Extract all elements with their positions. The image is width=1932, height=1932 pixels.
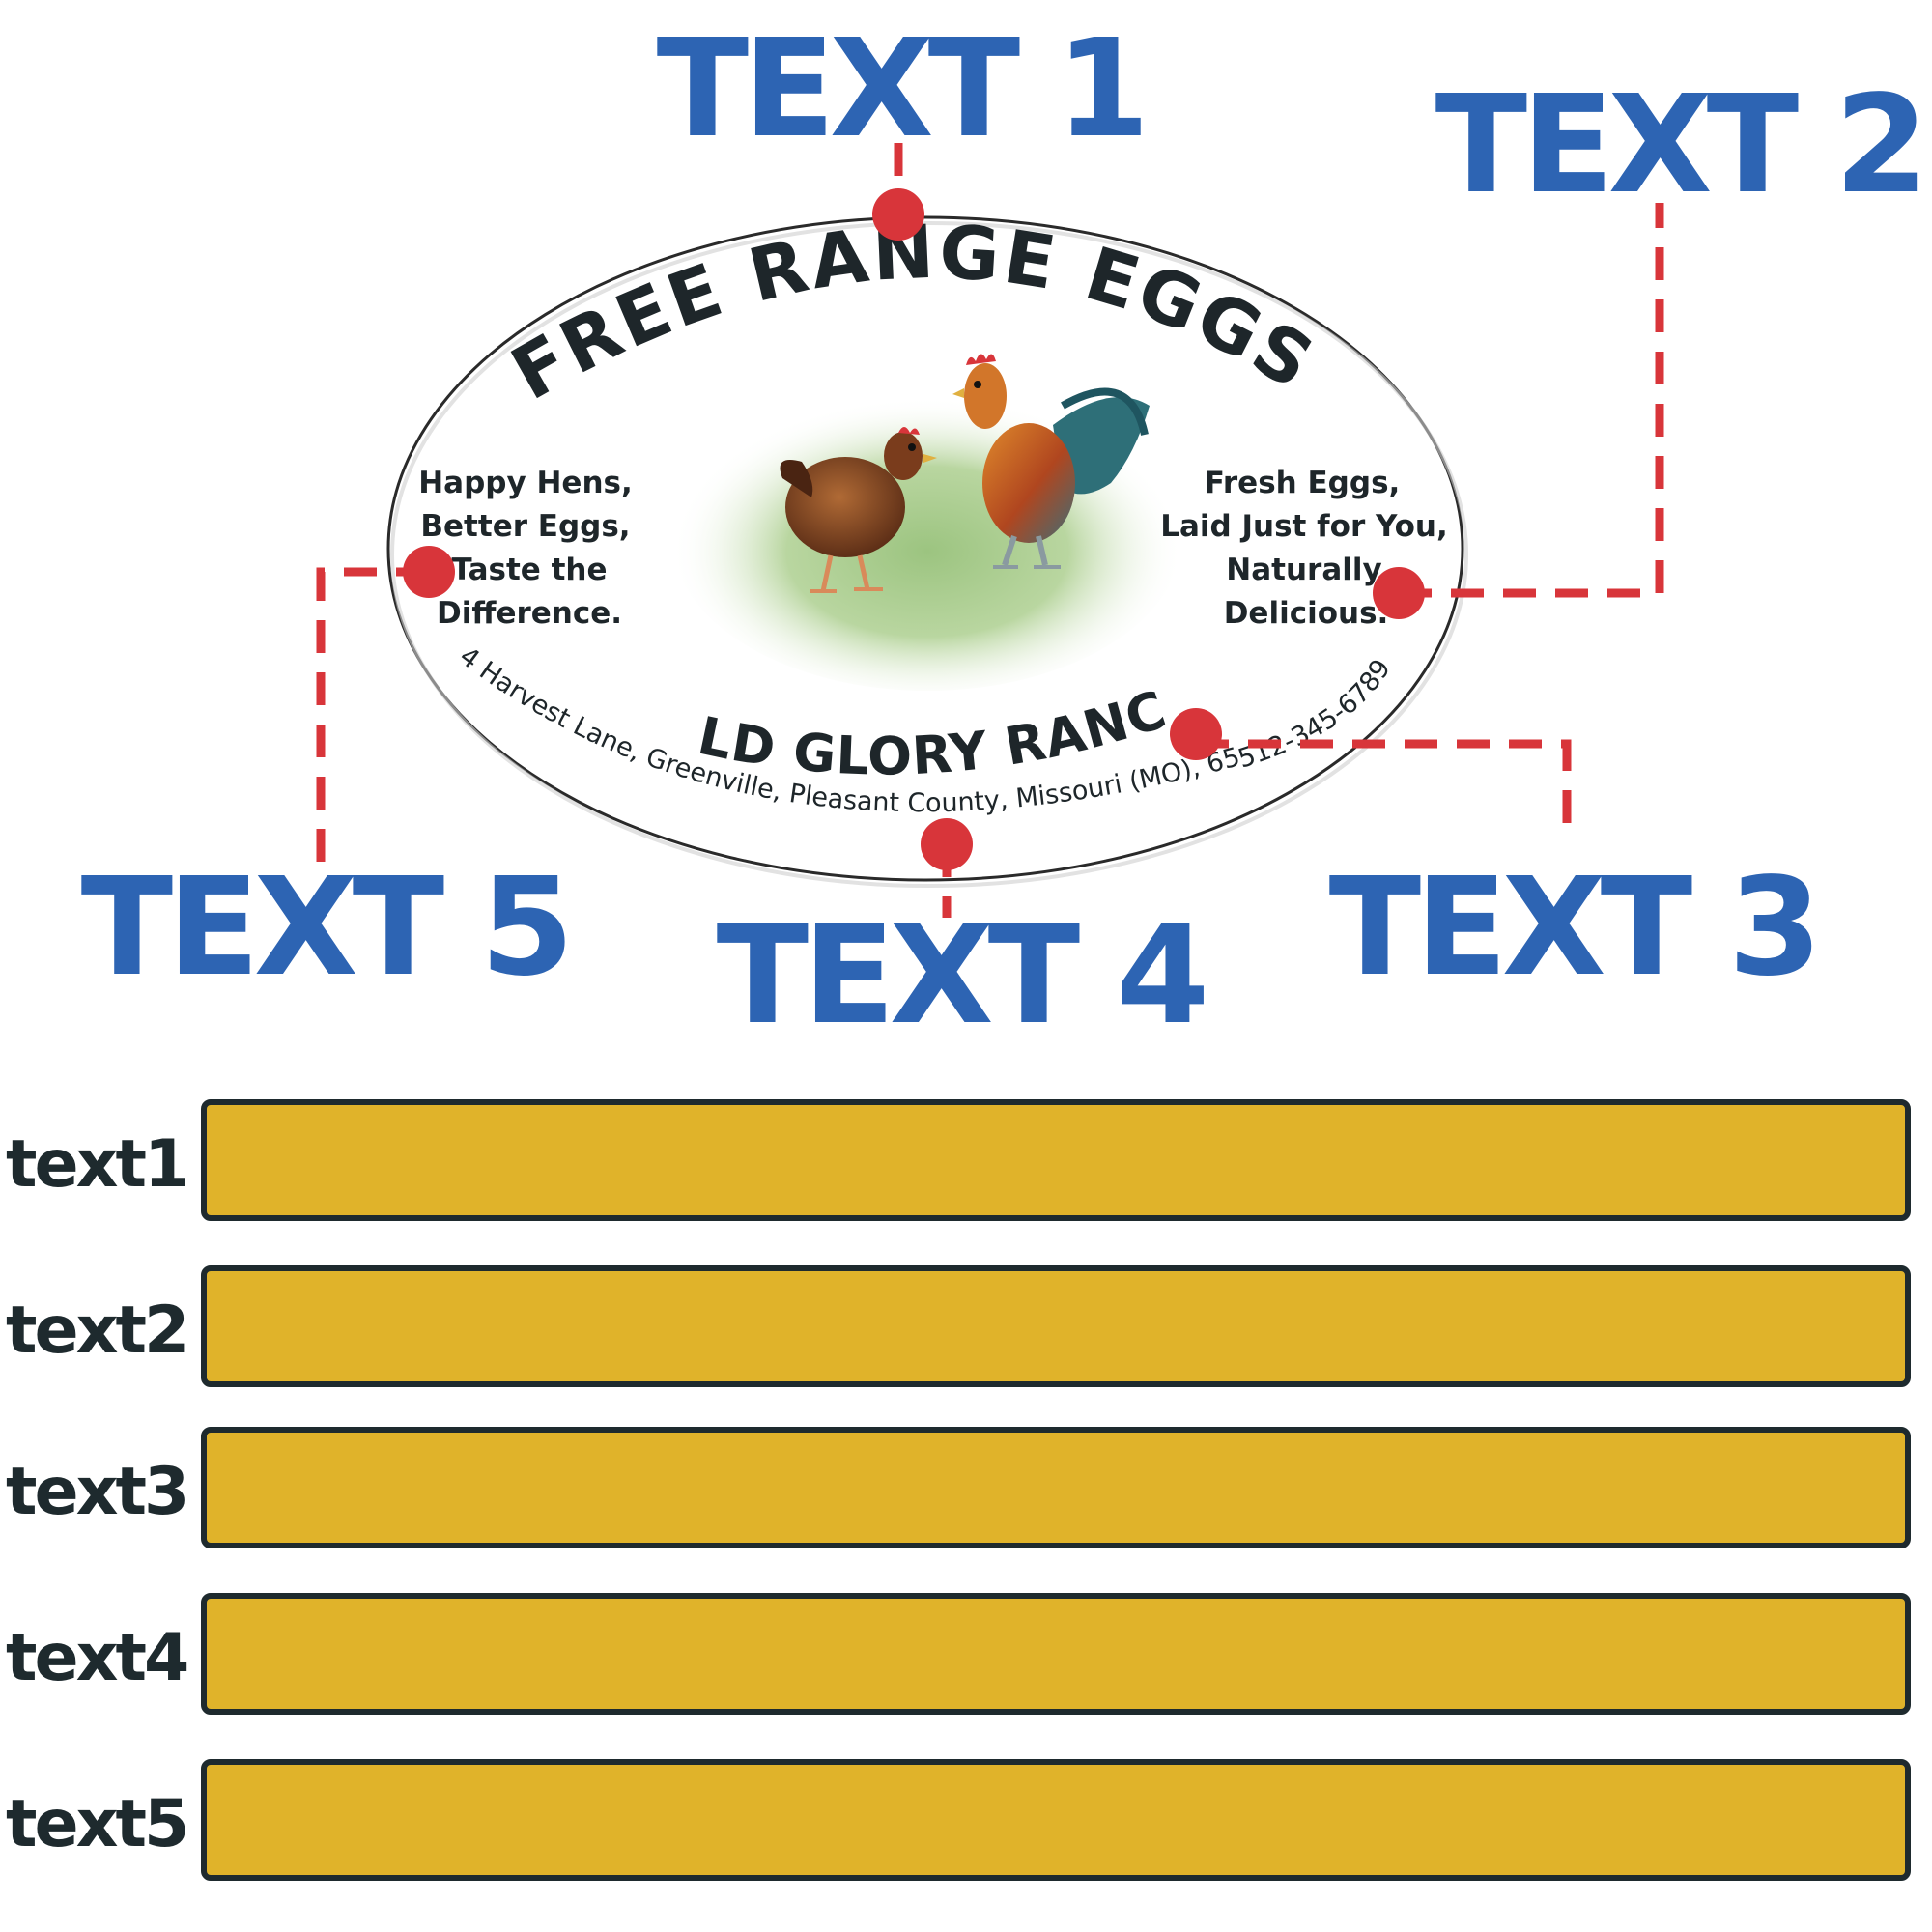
left-slogan-line-3: Taste the [451, 553, 607, 587]
left-slogan-line-4: Difference. [437, 596, 622, 631]
callout-text4: TEXT 4 [717, 897, 1205, 1055]
marker-dot-text1 [872, 188, 924, 241]
right-slogan-line-4: Delicious. [1224, 596, 1389, 631]
answer-label-text4: text4 [6, 1620, 189, 1696]
answer-box-text3[interactable] [201, 1427, 1911, 1548]
answer-box-text4[interactable] [201, 1593, 1911, 1715]
marker-dot-text5 [403, 546, 455, 598]
right-slogan-line-1: Fresh Eggs, [1205, 466, 1401, 500]
right-slogan: Fresh Eggs, Laid Just for You, Naturally… [1160, 466, 1448, 631]
answer-row-text5: text5 [0, 1759, 1932, 1891]
answer-row-text4: text4 [0, 1593, 1932, 1725]
answer-label-text1: text1 [6, 1126, 189, 1203]
leader-text3 [1196, 739, 1572, 842]
left-slogan-line-2: Better Eggs, [420, 509, 630, 544]
callout-text2: TEXT 2 [1435, 67, 1923, 224]
leader-text2 [1399, 203, 1664, 598]
answer-row-text3: text3 [0, 1427, 1932, 1559]
answer-box-text5[interactable] [201, 1759, 1911, 1881]
callout-text1: TEXT 1 [657, 11, 1145, 168]
right-slogan-line-2: Laid Just for You, [1160, 509, 1448, 544]
callout-text3: TEXT 3 [1329, 849, 1817, 1007]
left-slogan-line-1: Happy Hens, [418, 466, 633, 500]
hen-and-rooster-illustration [671, 354, 1183, 691]
left-slogan: Happy Hens, Better Eggs, Taste the Diffe… [418, 466, 633, 631]
marker-dot-text4 [921, 818, 973, 870]
answer-label-text5: text5 [6, 1786, 189, 1862]
marker-dots [403, 188, 1425, 870]
hen-icon [780, 427, 937, 593]
callout-text5: TEXT 5 [81, 849, 569, 1007]
leader-text5 [316, 567, 429, 871]
answer-box-text1[interactable] [201, 1099, 1911, 1221]
answer-box-text2[interactable] [201, 1265, 1911, 1387]
rooster-icon [952, 354, 1150, 569]
marker-dot-text2 [1373, 567, 1425, 619]
answer-row-text1: text1 [0, 1099, 1932, 1232]
callout-labels: TEXT 1 TEXT 2 TEXT 3 TEXT 4 TEXT 5 [81, 11, 1929, 1055]
answer-label-text3: text3 [6, 1454, 189, 1530]
marker-dot-text3 [1170, 708, 1222, 760]
answer-label-text2: text2 [6, 1293, 189, 1369]
answer-row-text2: text2 [0, 1265, 1932, 1398]
right-slogan-line-3: Naturally [1226, 553, 1381, 587]
label-shadow [390, 221, 1468, 888]
